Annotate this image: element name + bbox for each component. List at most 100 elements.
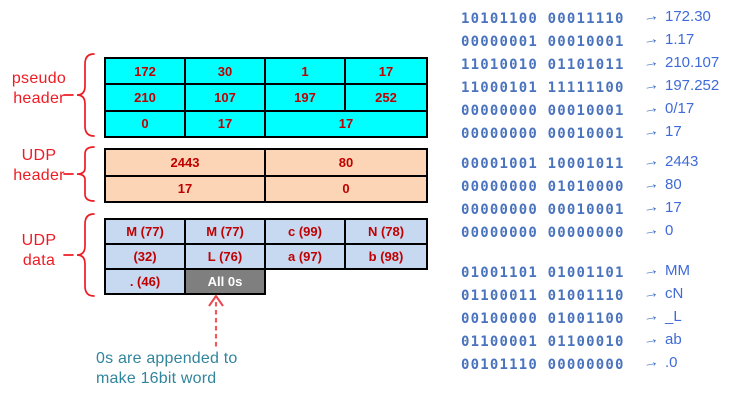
label-pseudo-header: pseudo header xyxy=(4,69,74,109)
table-cell: . (46) xyxy=(104,268,186,295)
right-arrow-icon: → xyxy=(641,220,661,240)
table-cell: 172 xyxy=(104,56,186,86)
binary-line: 00000000 00000000 → 0 xyxy=(461,220,698,244)
label-udp-data: UDP data xyxy=(4,231,74,271)
right-arrow-icon: → xyxy=(641,197,661,217)
binary-line: 00000000 00010001 → 17 xyxy=(461,121,719,145)
label-line: data xyxy=(22,252,56,269)
right-arrow-icon: → xyxy=(641,29,661,49)
annotation-line: make 16bit word xyxy=(96,370,217,387)
binary-word: 01001101 01001101 xyxy=(461,264,625,281)
table-cell: 80 xyxy=(264,148,429,177)
binary-word: 00000000 01010000 xyxy=(461,178,625,195)
binary-word: 01100011 01001110 xyxy=(461,287,625,304)
right-arrow-icon: → xyxy=(641,121,661,141)
table-cell: 17 xyxy=(344,56,428,86)
binary-word: 00001001 10001011 xyxy=(461,155,625,172)
decoded-value: 1.17 xyxy=(665,31,695,48)
decoded-value: 210.107 xyxy=(665,54,720,71)
binary-word: 00100000 01001100 xyxy=(461,310,625,327)
binary-line: 11000101 11111100 → 197.252 xyxy=(461,75,720,99)
table-cell: 107 xyxy=(184,83,266,112)
label-line: header xyxy=(13,90,65,107)
annotation-line: 0s are appended to xyxy=(96,350,238,367)
decoded-value: 17 xyxy=(665,123,682,140)
table-row: (32) L (76) a (97) b (98) xyxy=(104,243,428,270)
table-cell: 30 xyxy=(184,56,266,86)
right-arrow-icon: → xyxy=(641,306,661,326)
right-arrow-icon: → xyxy=(641,174,661,194)
label-udp-header: UDP header xyxy=(4,146,74,186)
label-line: header xyxy=(13,167,65,184)
table-row: 2443 80 xyxy=(103,148,429,177)
right-arrow-icon: → xyxy=(641,329,661,349)
label-line: UDP xyxy=(21,147,57,164)
binary-line: 10101100 00011110 → 172.30 xyxy=(461,6,719,30)
table-cell: 252 xyxy=(344,83,428,112)
table-cell: c (99) xyxy=(264,218,346,245)
binary-line: 00100000 01001100 → _L xyxy=(461,306,690,330)
table-row: M (77) M (77) c (99) N (78) xyxy=(104,218,428,245)
table-cell: 0 xyxy=(104,109,186,138)
brace-udp-header xyxy=(63,146,95,202)
right-arrow-icon: → xyxy=(641,52,661,72)
binary-line: 11010010 01101011 → 210.107 xyxy=(461,52,720,76)
binary-word: 11000101 11111100 xyxy=(461,79,625,96)
binary-line: 00000001 00010001 → 1.17 xyxy=(461,29,719,53)
decoded-value: MM xyxy=(665,262,690,279)
binary-word: 00000000 00010001 xyxy=(461,125,625,142)
binary-line: 00000000 01010000 → 80 xyxy=(461,174,698,198)
table-cell: 1 xyxy=(264,56,346,86)
decoded-value: 2443 xyxy=(665,153,699,170)
binary-line: 01100011 01001110 → cN xyxy=(461,283,690,307)
binary-word: 00000000 00010001 xyxy=(461,201,625,218)
decoded-value: _L xyxy=(665,308,682,325)
decoded-value: 17 xyxy=(665,199,682,216)
annotation-zero-padding: 0s are appended to make 16bit word xyxy=(96,349,238,389)
padding-cell: All 0s xyxy=(184,268,266,295)
table-cell: b (98) xyxy=(344,243,428,270)
binary-line: 00101110 00000000 → .0 xyxy=(461,352,690,376)
table-row: 0 17 17 xyxy=(104,109,428,138)
right-arrow-icon: → xyxy=(641,260,661,280)
table-row: 172 30 1 17 xyxy=(104,56,428,86)
pseudo-header-table: 172 30 1 17 210 107 197 252 0 17 17 xyxy=(104,56,428,138)
binary-word: 00101110 00000000 xyxy=(461,356,625,373)
table-cell: N (78) xyxy=(344,218,428,245)
decoded-value: 0 xyxy=(665,222,674,239)
binary-line: 01100001 01100010 → ab xyxy=(461,329,690,353)
decoded-value: 197.252 xyxy=(665,77,720,94)
binary-word: 10101100 00011110 xyxy=(461,10,625,27)
udp-data-table: M (77) M (77) c (99) N (78) (32) L (76) … xyxy=(104,218,428,295)
decoded-value: .0 xyxy=(665,354,678,371)
table-row: 210 107 197 252 xyxy=(104,83,428,112)
binary-group-udp-header: 00001001 10001011 → 2443 00000000 010100… xyxy=(461,151,699,244)
udp-header-table: 2443 80 17 0 xyxy=(103,148,429,203)
binary-line: 00001001 10001011 → 2443 xyxy=(461,151,699,175)
table-cell: L (76) xyxy=(184,243,266,270)
brace-udp-data xyxy=(63,213,95,297)
binary-word: 00000000 00010001 xyxy=(461,102,625,119)
decoded-value: 80 xyxy=(665,176,682,193)
table-cell: 17 xyxy=(184,109,266,138)
table-cell: 2443 xyxy=(103,148,267,177)
table-cell: 197 xyxy=(264,83,346,112)
decoded-value: ab xyxy=(665,331,682,348)
binary-line: 01001101 01001101 → MM xyxy=(461,260,690,284)
table-row: 17 0 xyxy=(103,174,429,203)
right-arrow-icon: → xyxy=(641,98,661,118)
table-cell: 17 xyxy=(103,174,267,203)
table-cell: 17 xyxy=(264,109,428,138)
binary-group-pseudo-header: 10101100 00011110 → 172.30 00000001 0001… xyxy=(461,6,720,145)
label-line: pseudo xyxy=(11,70,67,87)
table-cell: 210 xyxy=(104,83,186,112)
binary-word: 00000001 00010001 xyxy=(461,33,625,50)
binary-group-udp-data: 01001101 01001101 → MM 01100011 01001110… xyxy=(461,260,690,376)
dashed-up-arrow-icon xyxy=(208,294,224,350)
table-cell: a (97) xyxy=(264,243,346,270)
decoded-value: 0/17 xyxy=(665,100,695,117)
label-line: UDP xyxy=(21,232,57,249)
binary-word: 11010010 01101011 xyxy=(461,56,625,73)
decoded-value: 172.30 xyxy=(665,8,711,25)
